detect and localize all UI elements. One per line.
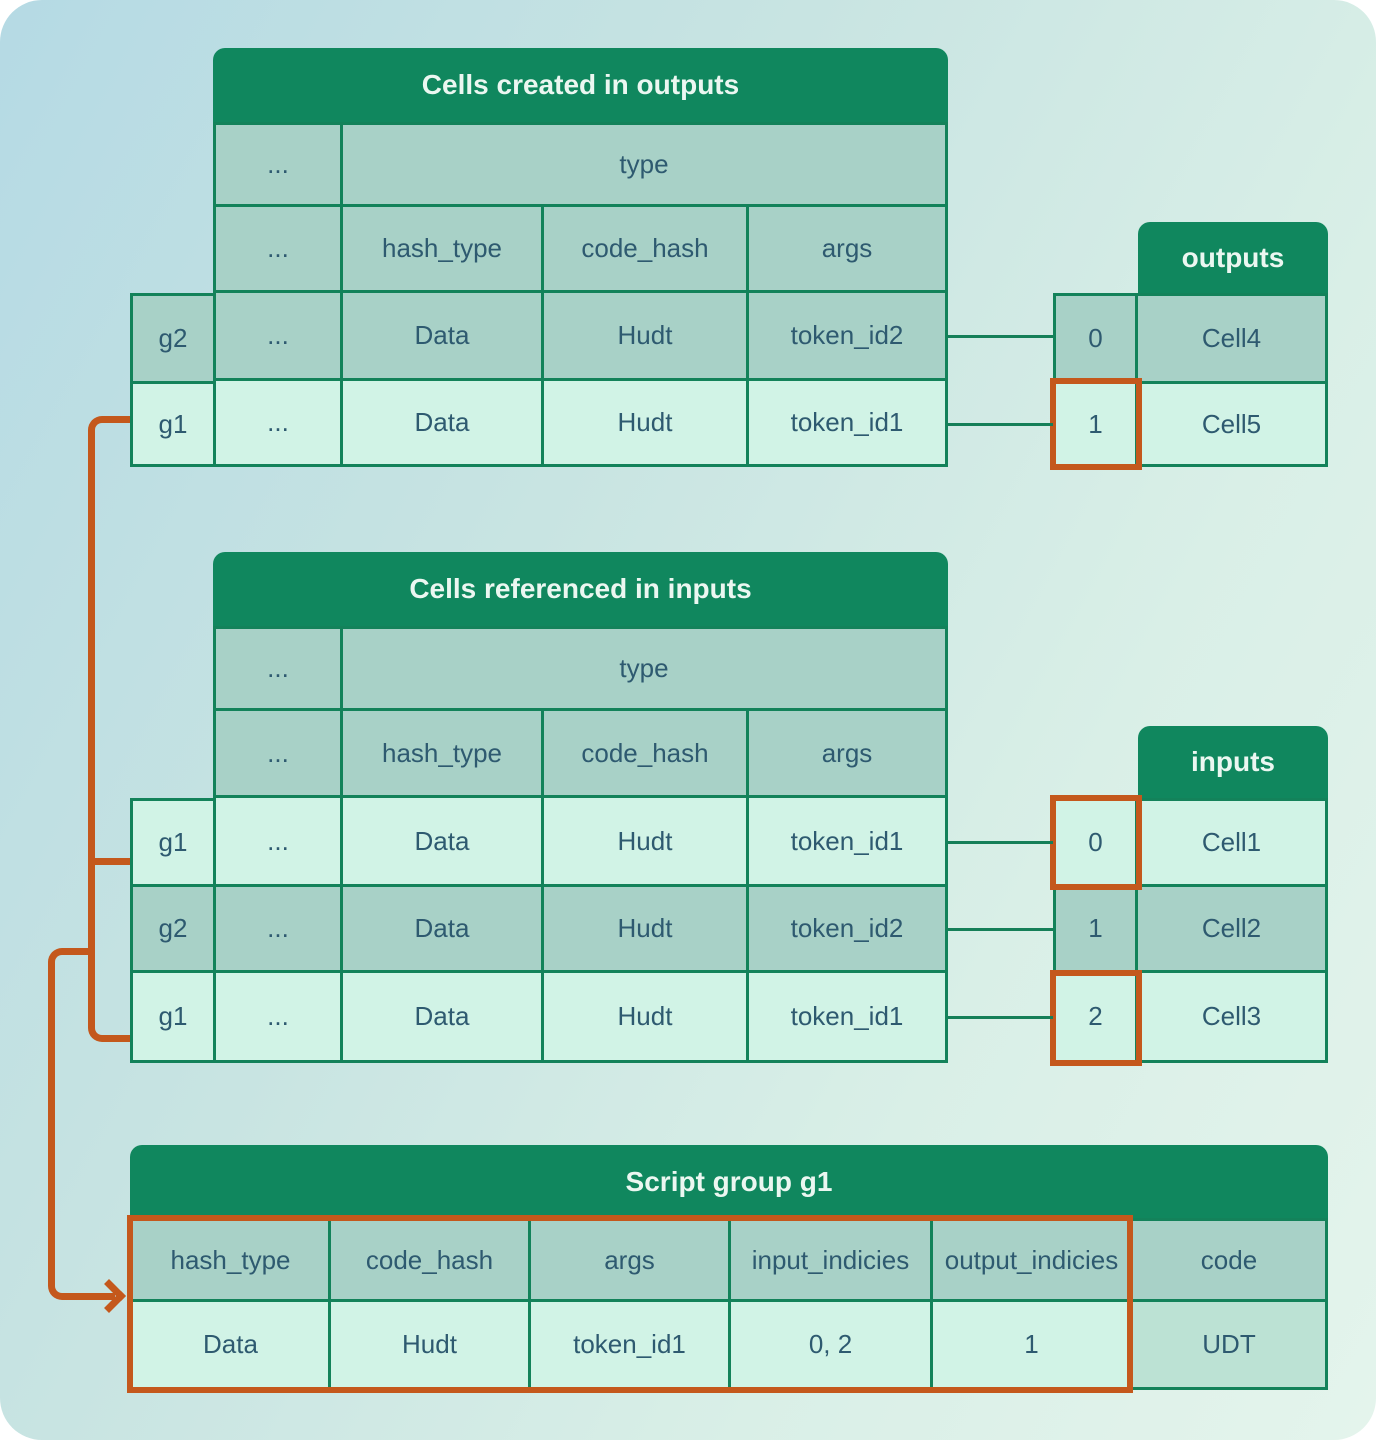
code-cell: UDT [1133, 1302, 1325, 1387]
inputs-panel: 0 Cell1 1 Cell2 2 Cell3 [1053, 798, 1328, 1063]
code-hash-cell: Hudt [544, 293, 746, 378]
group-label-g1: g1 [133, 384, 213, 464]
hash-type-cell: Data [343, 798, 541, 884]
code-hash-column-header: code_hash [331, 1221, 528, 1299]
created-outputs-table: ... type ... hash_type code_hash args ..… [213, 122, 948, 467]
ellipsis-cell: ... [216, 711, 340, 795]
connector-line-g1-cell1 [948, 841, 1053, 844]
ellipsis-cell: ... [216, 887, 340, 970]
type-column-group-header: type [343, 125, 945, 204]
code-hash-cell: Hudt [544, 887, 746, 970]
code-hash-cell: Hudt [544, 798, 746, 884]
hash-type-column-header: hash_type [133, 1221, 328, 1299]
code-hash-cell: Hudt [544, 381, 746, 464]
group-label-g2: g2 [133, 887, 213, 970]
group-label-g1: g1 [133, 801, 213, 884]
created-outputs-row-labels: g2 g1 [130, 293, 216, 467]
ellipsis-cell: ... [216, 798, 340, 884]
args-cell: token_id1 [749, 798, 945, 884]
args-cell: token_id2 [749, 887, 945, 970]
input-indicies-column-header: input_indicies [731, 1221, 930, 1299]
created-outputs-table-title: Cells created in outputs [213, 48, 948, 122]
group-label-g1: g1 [133, 973, 213, 1060]
output-indicies-cell: 1 [933, 1302, 1130, 1387]
connector-line-g2-cell4 [948, 335, 1053, 338]
output-index-cell: 0 [1056, 296, 1135, 381]
hash-type-column-header: hash_type [343, 711, 541, 795]
args-column-header: args [749, 711, 945, 795]
input-cell-name: Cell2 [1138, 887, 1325, 970]
ellipsis-cell: ... [216, 973, 340, 1060]
output-cell-name: Cell5 [1138, 384, 1325, 464]
input-index-cell: 0 [1056, 801, 1135, 884]
script-group-table-title: Script group g1 [130, 1145, 1328, 1218]
input-indicies-cell: 0, 2 [731, 1302, 930, 1387]
output-index-cell: 1 [1056, 384, 1135, 464]
ellipsis-cell: ... [216, 381, 340, 464]
input-cell-name: Cell3 [1138, 973, 1325, 1060]
script-group-table: hash_type code_hash args input_indicies … [130, 1218, 1328, 1390]
hash-type-column-header: hash_type [343, 207, 541, 290]
hash-type-cell: Data [343, 293, 541, 378]
args-cell: token_id1 [749, 381, 945, 464]
highlight-box-output-index-1 [1050, 378, 1142, 470]
connector-line-g1-cell5 [948, 423, 1053, 426]
code-column-header: code [1133, 1221, 1325, 1299]
script-group-arrowhead-icon [92, 1279, 126, 1313]
code-hash-column-header: code_hash [544, 207, 746, 290]
type-column-group-header: type [343, 629, 945, 708]
args-cell: token_id1 [749, 973, 945, 1060]
referenced-inputs-table-title: Cells referenced in inputs [213, 552, 948, 626]
code-hash-cell: Hudt [331, 1302, 528, 1387]
input-cell-name: Cell1 [1138, 801, 1325, 884]
hash-type-cell: Data [133, 1302, 328, 1387]
ellipsis-cell: ... [216, 293, 340, 378]
args-cell: token_id2 [749, 293, 945, 378]
hash-type-cell: Data [343, 381, 541, 464]
ellipsis-cell: ... [216, 207, 340, 290]
connector-line-g2-cell2 [948, 928, 1053, 931]
args-column-header: args [531, 1221, 728, 1299]
code-hash-column-header: code_hash [544, 711, 746, 795]
args-cell: token_id1 [531, 1302, 728, 1387]
input-index-cell: 1 [1056, 887, 1135, 970]
output-indicies-column-header: output_indicies [933, 1221, 1130, 1299]
highlight-box-input-index-0 [1050, 795, 1142, 890]
outputs-panel-title: outputs [1138, 222, 1328, 293]
script-group-branch-extension [93, 1293, 115, 1300]
script-group-branch-line [48, 948, 95, 1300]
hash-type-cell: Data [343, 973, 541, 1060]
inputs-panel-title: inputs [1138, 726, 1328, 798]
group-g1-connector-stub [95, 858, 130, 865]
output-cell-name: Cell4 [1138, 296, 1325, 381]
ellipsis-cell: ... [216, 629, 340, 708]
ellipsis-cell: ... [216, 125, 340, 204]
referenced-inputs-table: ... type ... hash_type code_hash args ..… [213, 626, 948, 1063]
referenced-inputs-row-labels: g1 g2 g1 [130, 798, 216, 1063]
code-hash-cell: Hudt [544, 973, 746, 1060]
input-index-cell: 2 [1056, 973, 1135, 1060]
hash-type-cell: Data [343, 887, 541, 970]
highlight-box-input-index-2 [1050, 970, 1142, 1066]
connector-line-g1-cell3 [948, 1016, 1053, 1019]
outputs-panel: 0 Cell4 1 Cell5 [1053, 293, 1328, 467]
args-column-header: args [749, 207, 945, 290]
group-g1-connector-line [88, 416, 130, 1042]
group-label-g2: g2 [133, 296, 213, 381]
highlight-box-script-group [127, 1215, 1133, 1393]
